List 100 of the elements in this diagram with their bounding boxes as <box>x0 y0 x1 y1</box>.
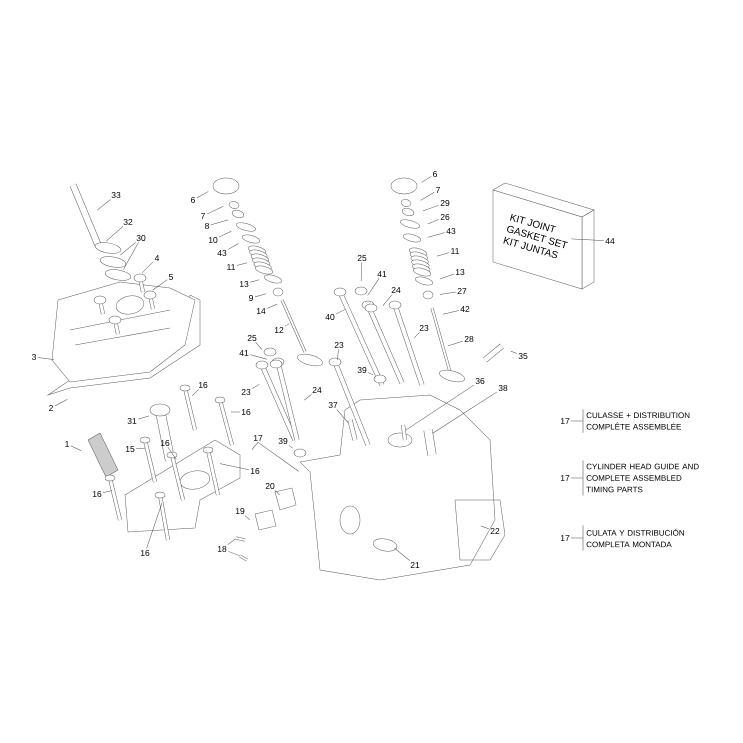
leader-line <box>146 502 162 549</box>
leader-line <box>192 389 199 396</box>
callout-number: 22 <box>490 528 500 534</box>
callout-number: 31 <box>128 418 136 424</box>
leader-line <box>428 219 440 224</box>
callout-number: 8 <box>205 223 209 229</box>
leader-line <box>254 294 266 298</box>
leader-line <box>394 548 410 561</box>
leader-line <box>304 394 312 400</box>
callout-number: 9 <box>249 295 253 301</box>
leader-line <box>274 490 280 496</box>
leader-line <box>106 226 124 242</box>
leader-line <box>414 332 420 338</box>
callout-number: 11 <box>451 248 459 254</box>
callout-number: 2 <box>49 405 53 411</box>
callout-number: 42 <box>460 306 470 312</box>
leader-line <box>97 199 111 210</box>
callout-number: 13 <box>240 281 248 287</box>
leader-line <box>196 191 209 198</box>
leader-line <box>244 515 250 520</box>
callout-number: 7 <box>436 187 440 193</box>
leader-line <box>252 384 260 389</box>
leader-line <box>250 280 260 283</box>
legend-text: CYLINDER HEAD GUIDE AND COMPLETE ASSEMBLED TIMING PARTS <box>582 460 699 496</box>
callout-number: 18 <box>218 546 226 552</box>
leader-line <box>336 409 348 423</box>
callout-number: 4 <box>154 255 160 261</box>
leader-line <box>70 446 82 451</box>
callout-number: 21 <box>410 562 420 568</box>
callout-number: 27 <box>458 288 466 294</box>
callout-number: 16 <box>198 382 208 388</box>
leader-line <box>432 392 498 434</box>
callout-number: 23 <box>242 389 250 395</box>
leader-line <box>252 442 258 450</box>
leader-line <box>228 243 239 250</box>
leader-line <box>102 490 112 493</box>
callout-number: 24 <box>312 387 322 393</box>
callout-number: 1 <box>65 441 69 447</box>
legend-text: CULATA Y DISTRIBUCIÓN COMPLETA MONTADA <box>582 525 684 551</box>
leader-line <box>256 342 262 350</box>
callout-number: 17 <box>560 418 570 424</box>
callout-number: 3 <box>32 354 36 360</box>
callout-number: 17 <box>560 475 570 481</box>
callout-number: 26 <box>440 214 450 220</box>
leader-line <box>220 463 250 470</box>
callout-number: 15 <box>126 446 134 452</box>
leader-line <box>428 232 446 238</box>
leader-line <box>218 231 232 238</box>
leader-line <box>210 220 228 226</box>
leader-line <box>228 538 236 545</box>
callout-number: 43 <box>446 228 456 234</box>
callout-number: 7 <box>201 213 205 219</box>
leader-line <box>442 310 460 315</box>
leader-line <box>367 278 380 296</box>
leader-line <box>382 294 393 306</box>
callout-number: 28 <box>464 336 474 342</box>
leader-line <box>258 442 299 472</box>
leader-line <box>336 309 346 314</box>
callout-number: 40 <box>325 314 334 320</box>
callout-number: 25 <box>358 255 366 261</box>
callout-number: 44 <box>605 238 614 244</box>
leader-line <box>422 204 440 212</box>
callout-number: 30 <box>136 235 146 241</box>
leader-line <box>337 349 339 360</box>
leader-line <box>360 262 362 282</box>
callout-number: 20 <box>266 483 274 489</box>
leader-line <box>138 416 150 420</box>
leader-line <box>266 304 278 309</box>
leader-line <box>38 357 54 360</box>
leader-line <box>123 242 139 270</box>
leader-line <box>142 262 154 274</box>
leader-line <box>152 279 168 290</box>
leader-line <box>120 242 136 256</box>
callout-number: 13 <box>456 269 464 275</box>
kit-box: KIT JOINT GASKET SET KIT JUNTAS <box>492 182 594 290</box>
leader-line <box>570 420 584 422</box>
leader-line <box>284 323 290 326</box>
leader-line <box>436 252 450 256</box>
callout-number: 38 <box>498 385 508 391</box>
callout-number: 5 <box>168 274 174 280</box>
callout-number: 39 <box>358 367 366 373</box>
callout-number: 16 <box>242 409 250 415</box>
callout-number: 17 <box>254 435 262 441</box>
leader-line <box>480 526 490 530</box>
callout-number: 11 <box>227 264 235 270</box>
callout-number: 6 <box>191 197 195 203</box>
callout-number: 16 <box>92 491 102 497</box>
callout-number: 6 <box>433 171 437 177</box>
callout-number: 19 <box>236 508 244 514</box>
callout-number: 41 <box>377 271 386 277</box>
leader-line <box>421 176 432 183</box>
callout-number: 23 <box>420 325 428 331</box>
leader-line <box>368 372 374 376</box>
legend-text: CULASSE + DISTRIBUTION COMPLÊTE ASSEMBLÉE <box>582 408 690 434</box>
leader-line <box>206 206 224 214</box>
callout-number: 17 <box>560 535 570 541</box>
callout-number: 14 <box>256 308 266 314</box>
leader-line <box>448 340 464 346</box>
leader-line <box>250 354 268 360</box>
callout-number: 39 <box>278 438 288 444</box>
